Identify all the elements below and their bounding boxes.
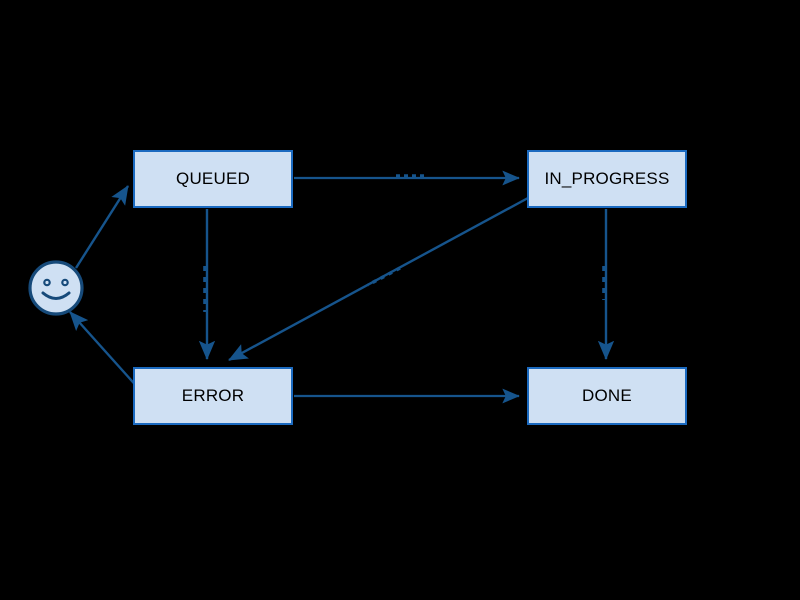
edge-start-to-queued	[74, 185, 130, 269]
edge-queued-to-error	[198, 209, 216, 360]
state-label-in-progress: IN_PROGRESS	[544, 169, 670, 188]
smiley-face-icon	[28, 260, 84, 316]
state-label-error: ERROR	[181, 386, 245, 405]
edge-in-progress-to-error	[228, 196, 529, 362]
state-node-queued[interactable]: QUEUED	[133, 150, 293, 208]
state-label-done: DONE	[582, 386, 632, 405]
state-node-done[interactable]: DONE	[527, 367, 687, 425]
start-smiley-node[interactable]	[25, 257, 87, 319]
edge-error-to-start	[69, 311, 141, 391]
state-label-queued: QUEUED	[176, 169, 250, 188]
edge-queued-to-in-progress	[294, 170, 520, 186]
state-node-error[interactable]: ERROR	[133, 367, 293, 425]
edge-in-progress-to-done	[597, 209, 615, 360]
state-node-in-progress[interactable]: IN_PROGRESS	[527, 150, 687, 208]
